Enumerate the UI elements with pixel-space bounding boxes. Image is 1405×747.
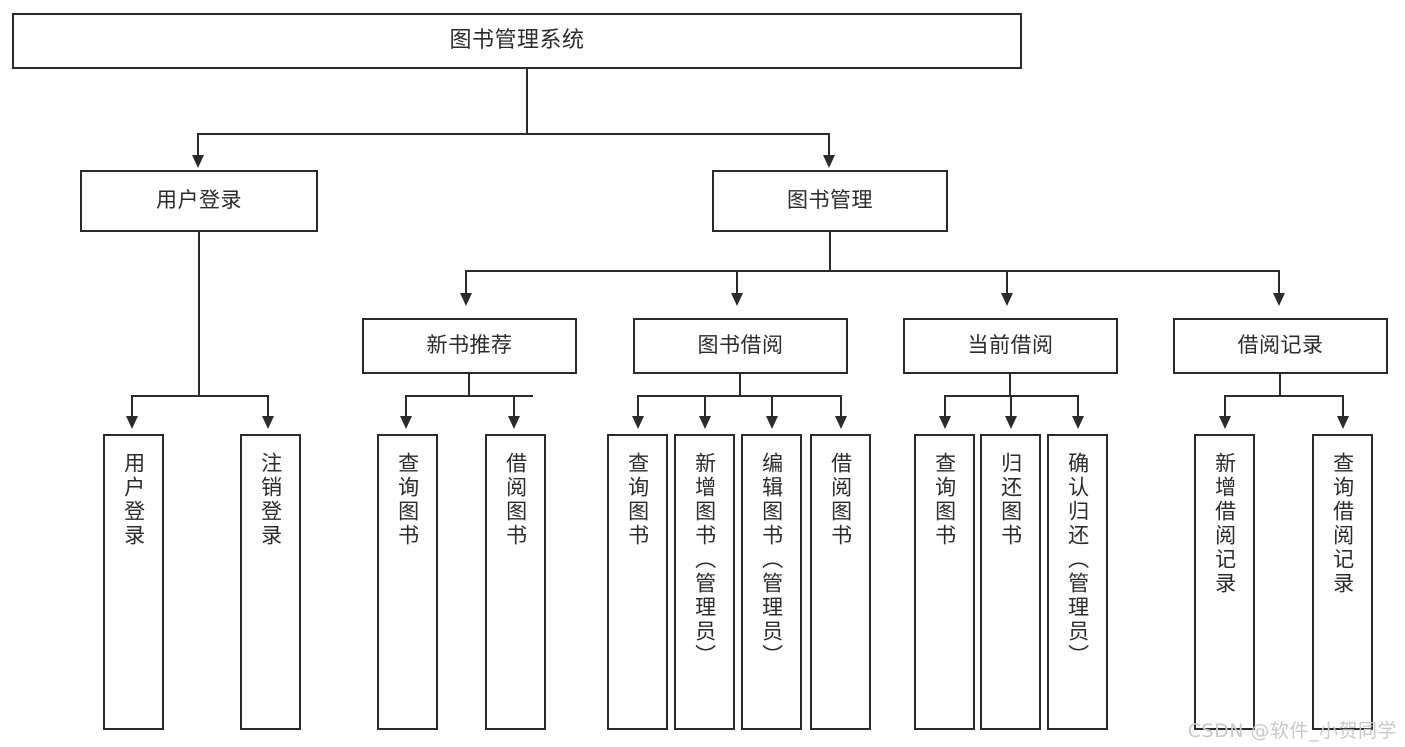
connector-new-book-bus — [405, 395, 533, 398]
node-label: 查询图书 — [395, 452, 420, 548]
node-label: 借阅图书 — [828, 452, 853, 548]
arrow-leaf-logout — [262, 416, 274, 429]
arrow-to-book-borrow — [731, 293, 743, 306]
arrow-leaf-query-record — [1337, 416, 1349, 429]
connector-book-borrow-bus — [637, 395, 841, 398]
connector-to-book-borrow — [736, 270, 739, 294]
leaf-confirm-return[interactable]: 确认归还（管理员） — [1047, 434, 1108, 730]
connector-root-stem — [526, 69, 529, 134]
leaf-logout[interactable]: 注销登录 — [240, 434, 301, 730]
arrow-leaf-edit-book — [766, 416, 778, 429]
connector-new-book-leaf2 — [513, 395, 516, 417]
node-label: 当前借阅 — [967, 333, 1054, 358]
connector-current-borrow-leaf2 — [1010, 395, 1013, 417]
connector-book-borrow-leaf2 — [704, 395, 707, 417]
connector-book-borrow-leaf3 — [771, 395, 774, 417]
arrow-leaf-add-record — [1219, 416, 1231, 429]
node-label: 归还图书 — [998, 452, 1023, 548]
arrow-to-book-manage — [823, 155, 835, 168]
connector-current-borrow-stem — [1009, 374, 1012, 396]
connector-to-current-borrow — [1006, 270, 1009, 294]
arrow-leaf-query-book-2 — [632, 416, 644, 429]
node-user-login[interactable]: 用户登录 — [80, 170, 318, 232]
leaf-query-record[interactable]: 查询借阅记录 — [1312, 434, 1373, 730]
connector-book-borrow-leaf4 — [840, 395, 843, 417]
csdn-watermark: CSDN @软件_小贺同学 — [1187, 720, 1397, 742]
node-label: 编辑图书（管理员） — [759, 452, 784, 668]
arrow-to-new-book — [460, 293, 472, 306]
connector-new-book-leaf1 — [405, 395, 408, 417]
leaf-user-login[interactable]: 用户登录 — [103, 434, 164, 730]
node-current-borrow[interactable]: 当前借阅 — [903, 318, 1118, 374]
connector-user-login-leaf1 — [131, 395, 134, 417]
node-label: 确认归还（管理员） — [1065, 452, 1090, 668]
node-label: 借阅记录 — [1237, 333, 1324, 358]
node-label: 查询图书 — [932, 452, 957, 548]
node-label: 新增借阅记录 — [1212, 452, 1237, 596]
node-label: 图书管理系统 — [449, 27, 585, 53]
node-label: 借阅图书 — [503, 452, 528, 548]
connector-user-login-bus — [131, 395, 267, 398]
connector-user-login-stem — [198, 232, 201, 396]
connector-level2-bus — [465, 270, 1280, 273]
arrow-leaf-add-book — [699, 416, 711, 429]
arrow-to-current-borrow — [1001, 293, 1013, 306]
node-book-manage[interactable]: 图书管理 — [712, 170, 948, 232]
connector-level1-bus — [197, 133, 830, 136]
arrow-leaf-borrow-book-2 — [835, 416, 847, 429]
connector-to-user-login — [197, 133, 200, 156]
connector-to-borrow-record — [1278, 270, 1281, 294]
arrow-to-user-login — [192, 155, 204, 168]
arrow-leaf-query-book-1 — [400, 416, 412, 429]
arrow-leaf-return-book — [1005, 416, 1017, 429]
node-label: 注销登录 — [258, 452, 283, 548]
leaf-query-book-2[interactable]: 查询图书 — [607, 434, 668, 730]
node-label: 图书借阅 — [697, 333, 784, 358]
connector-book-borrow-leaf1 — [637, 395, 640, 417]
node-book-borrow[interactable]: 图书借阅 — [633, 318, 848, 374]
node-borrow-record[interactable]: 借阅记录 — [1173, 318, 1388, 374]
leaf-borrow-book-2[interactable]: 借阅图书 — [810, 434, 871, 730]
node-root-图书管理系统[interactable]: 图书管理系统 — [12, 13, 1022, 69]
node-label: 图书管理 — [787, 188, 873, 213]
node-label: 新书推荐 — [426, 333, 513, 358]
leaf-edit-book[interactable]: 编辑图书（管理员） — [741, 434, 802, 730]
arrow-leaf-borrow-book-1 — [508, 416, 520, 429]
node-label: 查询图书 — [625, 452, 650, 548]
connector-user-login-leaf2 — [267, 395, 270, 417]
connector-borrow-record-bus — [1224, 395, 1342, 398]
connector-borrow-record-stem — [1279, 374, 1282, 396]
connector-book-borrow-stem — [739, 374, 742, 396]
connector-current-borrow-leaf1 — [944, 395, 947, 417]
arrow-leaf-query-book-3 — [939, 416, 951, 429]
connector-borrow-record-leaf1 — [1224, 395, 1227, 417]
connector-current-borrow-leaf3 — [1077, 395, 1080, 417]
node-new-book-recommend[interactable]: 新书推荐 — [362, 318, 577, 374]
connector-borrow-record-leaf2 — [1342, 395, 1345, 417]
leaf-query-book-3[interactable]: 查询图书 — [914, 434, 975, 730]
leaf-borrow-book-1[interactable]: 借阅图书 — [485, 434, 546, 730]
node-label: 用户登录 — [156, 188, 242, 213]
leaf-query-book-1[interactable]: 查询图书 — [377, 434, 438, 730]
connector-book-manage-stem — [829, 232, 832, 271]
node-label: 查询借阅记录 — [1330, 452, 1355, 596]
connector-new-book-stem — [468, 374, 471, 396]
node-label: 新增图书（管理员） — [692, 452, 717, 668]
arrow-leaf-confirm-return — [1072, 416, 1084, 429]
leaf-add-record[interactable]: 新增借阅记录 — [1194, 434, 1255, 730]
connector-to-new-book — [465, 270, 468, 294]
node-label: 用户登录 — [121, 452, 146, 548]
connector-to-book-manage — [828, 133, 831, 156]
leaf-return-book[interactable]: 归还图书 — [980, 434, 1041, 730]
arrow-leaf-user-login — [126, 416, 138, 429]
leaf-add-book[interactable]: 新增图书（管理员） — [674, 434, 735, 730]
arrow-to-borrow-record — [1273, 293, 1285, 306]
